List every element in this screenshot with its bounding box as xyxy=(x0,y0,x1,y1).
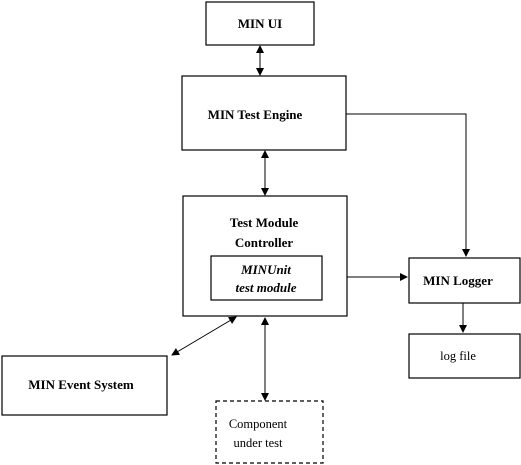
node-log-file: log file xyxy=(408,333,521,379)
node-min-logger: MIN Logger xyxy=(408,257,521,304)
node-min-event-system-label: MIN Event System xyxy=(28,377,134,392)
node-test-engine: MIN Test Engine xyxy=(181,75,347,151)
node-test-module-controller-label-2: Controller xyxy=(235,235,293,250)
node-component-under-test-label-1: Component xyxy=(229,417,288,431)
node-min-logger-label: MIN Logger xyxy=(423,273,493,288)
node-component-under-test-label-2: under test xyxy=(234,436,283,450)
node-min-ui: MIN UI xyxy=(205,1,315,46)
node-component-under-test: Component under test xyxy=(215,400,324,464)
edge-engine-logger xyxy=(346,113,470,257)
node-minunit-label-2: test module xyxy=(235,280,296,295)
node-min-ui-label: MIN UI xyxy=(238,16,282,31)
node-test-engine-label: MIN Test Engine xyxy=(208,107,303,122)
node-minunit-label-1: MINUnit xyxy=(240,262,291,277)
node-minunit-test-module: MINUnit test module xyxy=(210,255,323,301)
edge-controller-eventsystem xyxy=(171,316,237,356)
node-min-event-system: MIN Event System xyxy=(1,355,168,416)
node-log-file-label: log file xyxy=(440,349,476,363)
node-test-module-controller-label-1: Test Module xyxy=(230,215,299,230)
